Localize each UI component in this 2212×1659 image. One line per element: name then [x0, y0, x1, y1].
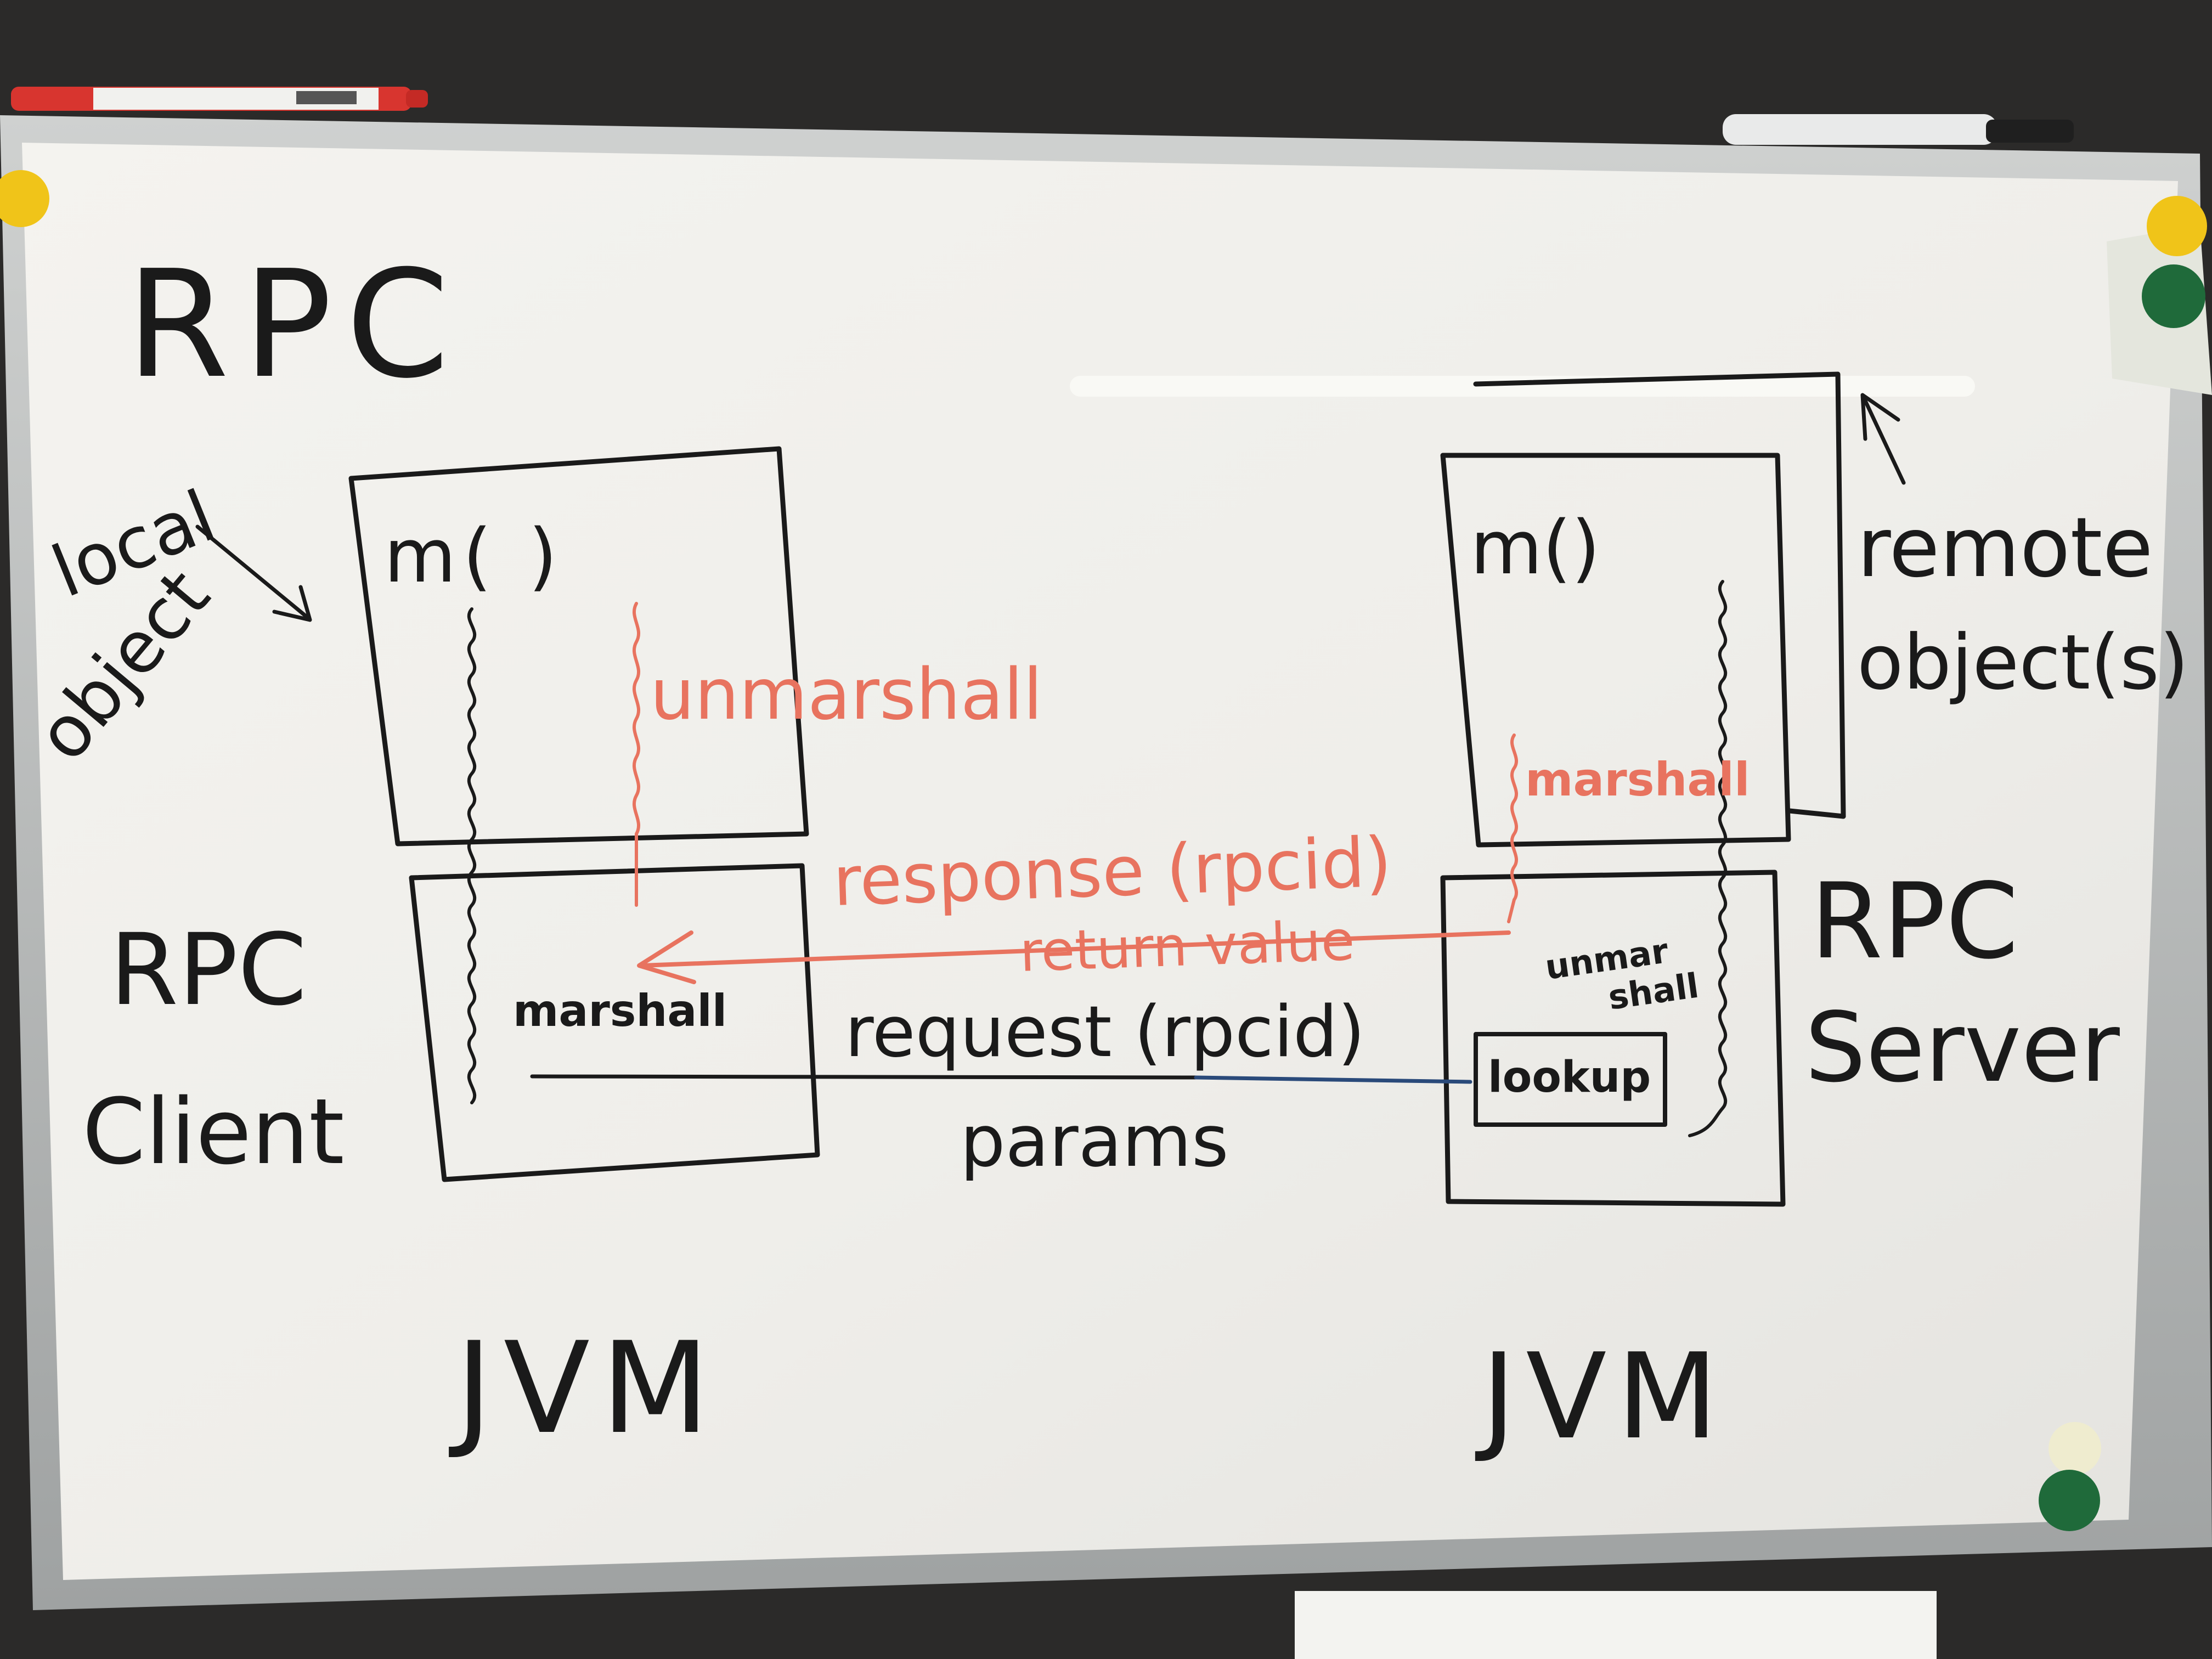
red-drawings	[632, 602, 1519, 984]
rpc-client-label-line2: Client	[82, 1079, 345, 1184]
server-stub-box	[1440, 870, 1786, 1207]
server-marshall-label: marshall	[1525, 753, 1750, 806]
diagram-title: RPC	[126, 238, 463, 411]
magnet-white-bottom-right	[2049, 1422, 2101, 1475]
server-object-box-back	[1473, 371, 1846, 819]
params-label: params	[960, 1099, 1229, 1183]
client-marshall-label: marshall	[513, 985, 727, 1036]
client-stub-box	[409, 863, 820, 1182]
rpc-client-label-line1: RPC	[110, 913, 307, 1028]
return-value-label: return value	[1019, 909, 1356, 984]
remote-objects-label-line2: object(s)	[1857, 618, 2189, 707]
server-method-label: m()	[1470, 505, 1600, 591]
local-object-arrow	[195, 524, 312, 622]
magnet-green-top-right	[2142, 264, 2205, 328]
board-surface	[22, 143, 2178, 1580]
request-arrow-end	[1194, 1075, 1472, 1084]
request-label: request (rpcid)	[845, 991, 1365, 1073]
rpc-server-label-line2: Server	[1805, 992, 2120, 1104]
server-marshall-squiggle	[1507, 733, 1519, 923]
rpc-server-label-line1: RPC	[1810, 861, 2018, 982]
client-jvm-label: JVM	[449, 1316, 721, 1462]
black-drawings	[195, 371, 1906, 1207]
light-reflection	[1070, 376, 1975, 397]
client-unmarshall-label: unmarshall	[650, 654, 1042, 736]
magnet-yellow-top-right	[2147, 196, 2207, 256]
response-arrow	[640, 930, 1511, 968]
server-jvm-label: JVM	[1475, 1328, 1728, 1465]
client-object-box	[348, 446, 809, 847]
client-call-squiggle	[467, 607, 477, 1104]
lookup-label: lookup	[1488, 1053, 1651, 1102]
server-dispatch-squiggle	[1688, 580, 1728, 1137]
white-marker	[1723, 114, 2074, 145]
remote-objects-arrow	[1860, 393, 1906, 485]
paper-sheet	[1295, 1591, 1937, 1659]
request-arrow	[530, 1074, 1198, 1080]
magnet-yellow-top-left	[0, 170, 49, 227]
server-object-box	[1440, 453, 1791, 848]
response-label: response (rpcid)	[832, 823, 1393, 922]
response-arrowhead	[637, 930, 696, 984]
remote-objects-label-line1: remote	[1857, 500, 2153, 596]
client-unmarshall-squiggle	[632, 602, 641, 907]
lookup-box	[1474, 1032, 1667, 1127]
magnet-green-bottom-right	[2039, 1470, 2100, 1531]
client-method-label: m( )	[384, 513, 564, 599]
red-marker	[11, 87, 428, 111]
